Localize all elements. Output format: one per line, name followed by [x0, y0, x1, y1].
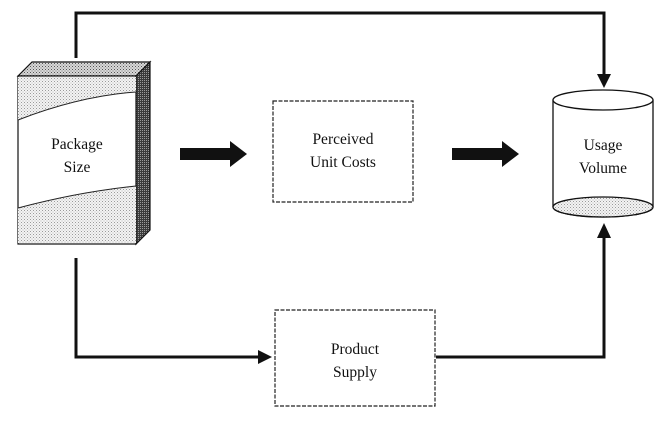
connector-package-to-usage-top	[74, 11, 611, 88]
connector-package-to-supply	[74, 258, 272, 364]
arrow-perceived-to-usage	[452, 141, 519, 167]
product-supply-node: Product Supply	[274, 309, 436, 407]
product-supply-label-line1: Product	[331, 341, 380, 358]
usage-volume-label-line1: Usage	[584, 137, 623, 154]
connector-supply-to-usage	[436, 223, 611, 359]
perceived-unit-costs-node: Perceived Unit Costs	[272, 100, 414, 203]
perceived-unit-costs-label-line2: Unit Costs	[310, 154, 376, 171]
package-size-label-line1: Package	[51, 136, 103, 153]
perceived-unit-costs-label-line1: Perceived	[312, 131, 373, 148]
product-supply-label-line2: Supply	[333, 364, 377, 381]
usage-volume-node: Usage Volume	[552, 89, 654, 218]
package-size-label-line2: Size	[64, 159, 91, 176]
usage-volume-label-line2: Volume	[579, 160, 627, 177]
arrow-package-to-perceived	[180, 141, 247, 167]
package-size-node: Package Size	[16, 60, 152, 246]
